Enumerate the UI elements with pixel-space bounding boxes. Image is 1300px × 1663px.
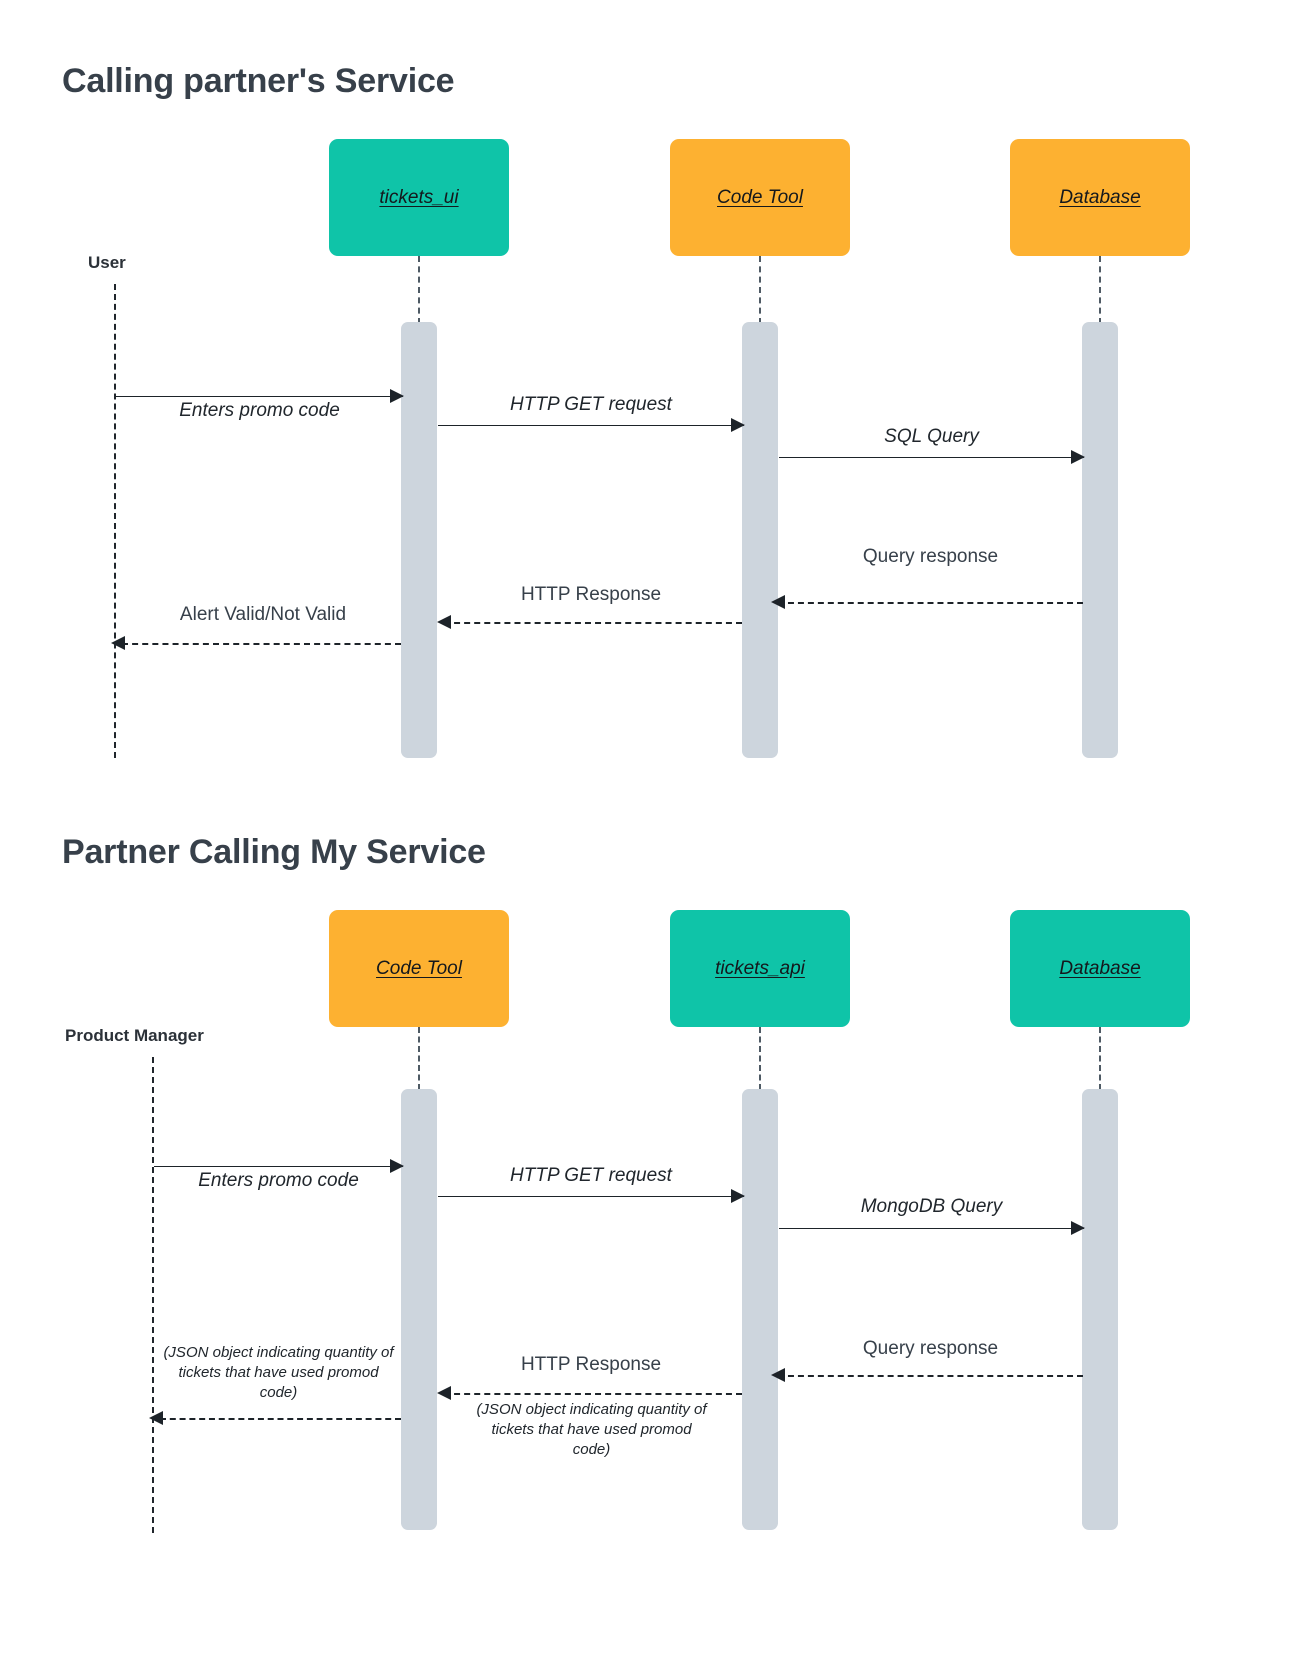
message-label-http-response-2: HTTP Response <box>520 1354 662 1375</box>
participant-label-tickets-api: tickets_api <box>715 957 805 979</box>
message-line-query-response <box>778 602 1083 604</box>
message-label-query-response-2: Query response <box>862 1338 999 1359</box>
participant-box-database-2[interactable]: Database <box>1010 910 1190 1027</box>
message-line-query-response-2 <box>778 1375 1083 1377</box>
message-label-enters-promo-code: Enters promo code <box>179 400 340 421</box>
arrow-head-alert-valid <box>111 636 125 650</box>
arrow-head-http-response-2 <box>437 1386 451 1400</box>
arrow-head-mongodb-query <box>1071 1221 1085 1235</box>
activation-bar-database-2 <box>1082 1089 1118 1530</box>
arrow-head-sql-query <box>1071 450 1085 464</box>
lifeline-dash-tickets-api <box>759 1027 761 1090</box>
arrow-head-http-get-request-2 <box>731 1189 745 1203</box>
message-line-sql-query <box>779 457 1084 458</box>
arrow-head-http-get-request <box>731 418 745 432</box>
arrow-head-query-response <box>771 595 785 609</box>
participant-label-database: Database <box>1059 186 1141 208</box>
arrow-head-json-object-to-pm <box>149 1411 163 1425</box>
message-note-http-response-json: (JSON object indicating quantity of tick… <box>476 1401 707 1458</box>
actor-label-user: User <box>88 253 126 272</box>
activation-bar-code-tool <box>742 322 778 758</box>
message-line-enters-promo-code-2 <box>154 1166 403 1167</box>
lifeline-dash-code-tool <box>759 256 761 324</box>
message-line-http-response-2 <box>444 1393 742 1395</box>
message-line-http-get-request <box>438 425 744 426</box>
actor-lifeline-user <box>114 284 116 758</box>
message-label-query-response: Query response <box>862 546 999 567</box>
message-line-http-response <box>444 622 742 624</box>
message-label-http-response: HTTP Response <box>520 584 662 605</box>
message-label-json-object-to-pm: (JSON object indicating quantity of tick… <box>163 1344 394 1401</box>
arrow-head-enters-promo-code <box>390 389 404 403</box>
message-line-json-object-to-pm <box>160 1418 401 1420</box>
activation-bar-tickets-ui <box>401 322 437 758</box>
participant-label-tickets-ui: tickets_ui <box>379 186 459 208</box>
message-line-alert-valid <box>122 643 401 645</box>
lifeline-dash-database-2 <box>1099 1027 1101 1090</box>
lifeline-dash-code-tool-2 <box>418 1027 420 1090</box>
participant-box-tickets-ui[interactable]: tickets_ui <box>329 139 509 256</box>
actor-label-product-manager: Product Manager <box>65 1026 204 1045</box>
participant-box-tickets-api[interactable]: tickets_api <box>670 910 850 1027</box>
activation-bar-code-tool-2 <box>401 1089 437 1530</box>
message-label-sql-query: SQL Query <box>884 426 979 447</box>
message-line-enters-promo-code <box>116 396 403 397</box>
arrow-head-http-response <box>437 615 451 629</box>
message-label-http-get-request: HTTP GET request <box>510 394 672 415</box>
participant-label-code-tool: Code Tool <box>717 186 803 208</box>
message-line-http-get-request-2 <box>438 1196 744 1197</box>
lifeline-dash-database <box>1099 256 1101 324</box>
lifeline-dash-tickets-ui <box>418 256 420 324</box>
diagram-title-2: Partner Calling My Service <box>62 833 486 871</box>
diagram-title-1: Calling partner's Service <box>62 62 455 100</box>
arrow-head-enters-promo-code-2 <box>390 1159 404 1173</box>
message-label-mongodb-query: MongoDB Query <box>860 1196 1003 1217</box>
message-label-http-get-request-2: HTTP GET request <box>510 1165 672 1186</box>
message-label-enters-promo-code-2: Enters promo code <box>198 1170 359 1191</box>
participant-box-code-tool[interactable]: Code Tool <box>670 139 850 256</box>
message-label-alert-valid: Alert Valid/Not Valid <box>179 604 347 625</box>
participant-label-database-2: Database <box>1059 957 1141 979</box>
participant-label-code-tool-2: Code Tool <box>376 957 462 979</box>
arrow-head-query-response-2 <box>771 1368 785 1382</box>
activation-bar-tickets-api <box>742 1089 778 1530</box>
participant-box-code-tool-2[interactable]: Code Tool <box>329 910 509 1027</box>
participant-box-database[interactable]: Database <box>1010 139 1190 256</box>
message-line-mongodb-query <box>779 1228 1084 1229</box>
actor-lifeline-product-manager <box>152 1057 154 1533</box>
activation-bar-database <box>1082 322 1118 758</box>
